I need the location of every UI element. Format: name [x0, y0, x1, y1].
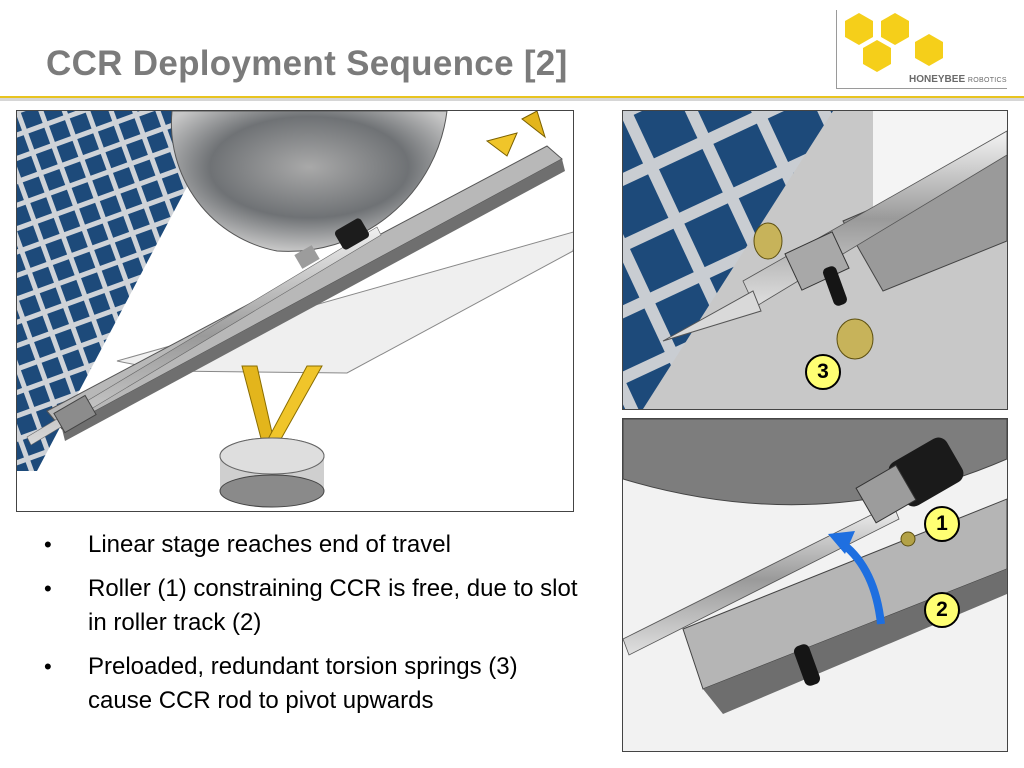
- roller-track-detail-image: [622, 418, 1008, 752]
- bullet-end-of-travel: Linear stage reaches end of travel: [40, 528, 580, 562]
- honeybee-logo: HONEYBEE ROBOTICS: [836, 10, 1007, 89]
- callout-roller: 1: [924, 506, 960, 542]
- callout-springs: 3: [805, 354, 841, 390]
- logo-suffix: ROBOTICS: [967, 77, 1007, 84]
- callout-track: 2: [924, 592, 960, 628]
- pivot-arrow: [840, 540, 885, 625]
- bullet-torsion-springs: Preloaded, redundant torsion springs (3)…: [40, 650, 580, 718]
- bullet-roller-free: Roller (1) constraining CCR is free, due…: [40, 572, 580, 640]
- bullet-list: Linear stage reaches end of travel Rolle…: [40, 528, 580, 728]
- logo-name: HONEYBEE: [909, 74, 966, 85]
- deployment-overview-image: [16, 110, 574, 512]
- title-rule-shadow: [0, 98, 1024, 101]
- title-rule: [0, 96, 1024, 98]
- slide-title: CCR Deployment Sequence [2]: [46, 44, 568, 83]
- honeycomb-icon: [845, 13, 943, 72]
